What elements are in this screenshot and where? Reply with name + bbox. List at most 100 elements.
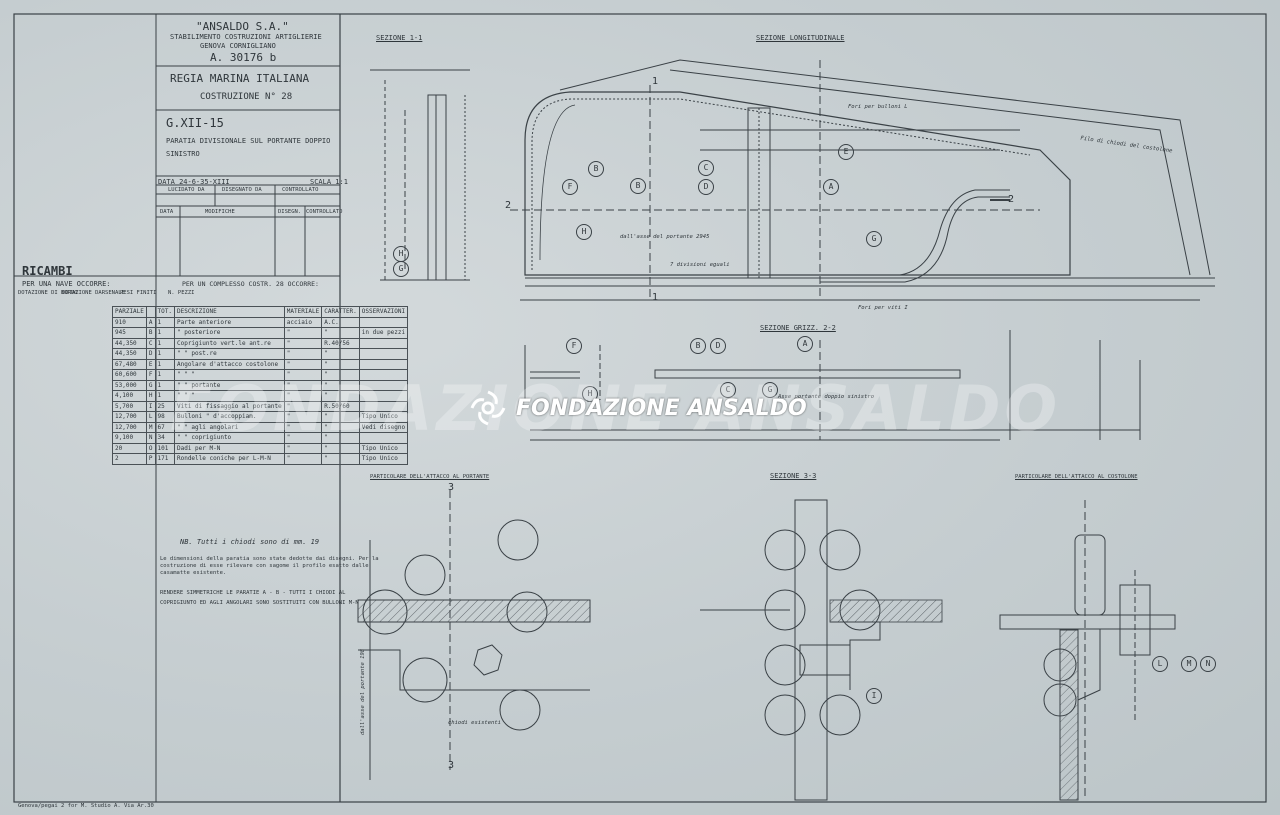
cell-desc: Rondelle coniche per L-M-N [173,453,285,465]
cell-n: 1 [154,316,175,328]
marker-b-22: B [690,338,706,354]
section-3-3-drawing [700,499,943,801]
header-parziale: PARZIALE [112,306,147,318]
mod-header-data: DATA [160,209,174,215]
section-2-2-title: SEZIONE GRIZZ. 2-2 [760,324,836,332]
navy-name: REGIA MARINA ITALIANA [170,72,310,85]
note-text5: COPRIGIUNTO ED AGLI ANGOLARI SONO SOSTIT… [160,600,359,606]
cell-weight: 67,480 [112,358,147,370]
header-mark [145,306,156,318]
cell-mark: G [145,379,156,391]
detail-costolone-title: PARTICOLARE DELL'ATTACCO AL COSTOLONE [1015,474,1138,480]
ricambi-subtitle: PER UNA NAVE OCCORRE: [22,280,111,288]
label-chiodi: chiodi esistenti [448,720,501,726]
detail-portante-drawing [357,490,591,780]
cell-weight: 60,600 [112,369,147,381]
drawing-number: A. 30176 b [210,51,277,64]
section-mark-2-left: 2 [505,200,512,211]
marker-h-22: H [582,386,598,402]
description-line2: SINISTRO [166,150,200,158]
label-asse-portante: Asse portante doppio sinistro [778,394,875,400]
cell-weight: 4,100 [112,390,147,402]
controllato-label: CONTROLLATO [282,187,319,193]
cell-mat: " [283,327,323,339]
complesso-header: PER UN COMPLESSO COSTR. 28 OCCORRE: [182,280,319,288]
note-text4: RENDERE SIMMETRICHE LE PARATIE A - B - T… [160,590,346,596]
section-mark-3-bottom: 3 [448,760,455,771]
cell-car: A.C. [321,316,360,328]
mod-header-modifiche: MODIFICHE [205,209,235,215]
ricambi-title: RICAMBI [22,264,73,278]
cell-obs [358,337,409,349]
cell-mark: H [145,390,156,402]
label-fori-viti: Fori per viti I [858,305,908,311]
header-descrizione: DESCRIZIONE [173,306,285,318]
cell-mat: " [283,453,323,465]
cell-weight: 53,000 [112,379,147,391]
header-materiale: MATERIALE [283,306,323,318]
cell-mat: " [283,348,323,360]
mod-header-disegn: DISEGN. [278,209,302,215]
cell-mark: I [145,400,156,412]
section-mark-3-top: 3 [448,482,455,493]
marker-h-left: H [393,246,409,262]
drawing-scale: SCALA 1:1 [310,178,348,186]
cell-mark: P [145,453,156,465]
marker-a-22: A [797,336,813,352]
section-mark-2-right: 2 [1008,194,1015,205]
cell-mat: " [283,337,323,349]
longitudinal-section-drawing [510,59,1215,301]
detail-portante-title: PARTICOLARE DELL'ATTACCO AL PORTANTE [370,474,490,480]
cell-car: " [321,348,360,360]
n-pezzi: N. PEZZI [168,290,195,296]
dotazione-bordo: DOTAZIONE DI BORDO [18,290,78,296]
cell-obs: in due pezzi [358,327,409,339]
cell-car: " [321,453,360,465]
cell-weight: 9,100 [112,432,147,444]
cell-car: " [321,327,360,339]
marker-m: M [1181,656,1197,672]
marker-a: A [823,179,839,195]
drawing-code: G.XII-15 [166,116,224,130]
marker-d-22: D [710,338,726,354]
company-name: "ANSALDO S.A." [196,20,289,33]
disegnato-label: DISEGNATO DA [222,187,262,193]
construction-number: COSTRUZIONE N° 28 [200,92,293,102]
section-mark-1-top: 1 [652,76,659,87]
marker-h: H [576,224,592,240]
cell-desc: " posteriore [173,327,285,339]
watermark-faded: FONDAZIONE ANSALDO [170,372,1062,445]
mod-header-controllato: CONTROLLATO [306,209,343,215]
label-fori-bulloni: Fori per bulloni L [848,104,908,110]
longitudinal-title: SEZIONE LONGITUDINALE [756,34,845,42]
cell-desc: Coprigiunto vert.le ant.re [173,337,285,349]
note-nb: NB. Tutti i chiodi sono di mm. 19 [180,538,320,546]
note-text3: casamatte esistente. [160,570,227,576]
header-osservazioni: OSSERVAZIONI [358,306,409,318]
cell-mark: M [145,421,156,433]
city: GENOVA CORNIGLIANO [200,42,276,50]
pesi-finiti: PESI FINITI [120,290,157,296]
label-dall-asse: dall'asse del portante 2945 [620,234,710,240]
marker-g-left: G [393,261,409,277]
drawing-date: DATA 24-6-35-XIII [158,178,230,186]
marker-d: D [698,179,714,195]
cell-mat: " [283,358,323,370]
cell-mark: B [145,327,156,339]
marker-i: I [866,688,882,704]
cell-mark: D [145,348,156,360]
section-1-1-title: SEZIONE 1-1 [376,34,423,42]
cell-mat: acciaio [283,316,323,328]
parts-header-row: PARZIALE TOT. DESCRIZIONE MATERIALE CARA… [112,306,409,318]
cell-weight: 12,700 [112,411,147,423]
lucidato-label: LUCIDATO DA [168,187,205,193]
cell-n: 1 [154,337,175,349]
cell-car: " [321,358,360,370]
detail-costolone-drawing [999,500,1176,801]
